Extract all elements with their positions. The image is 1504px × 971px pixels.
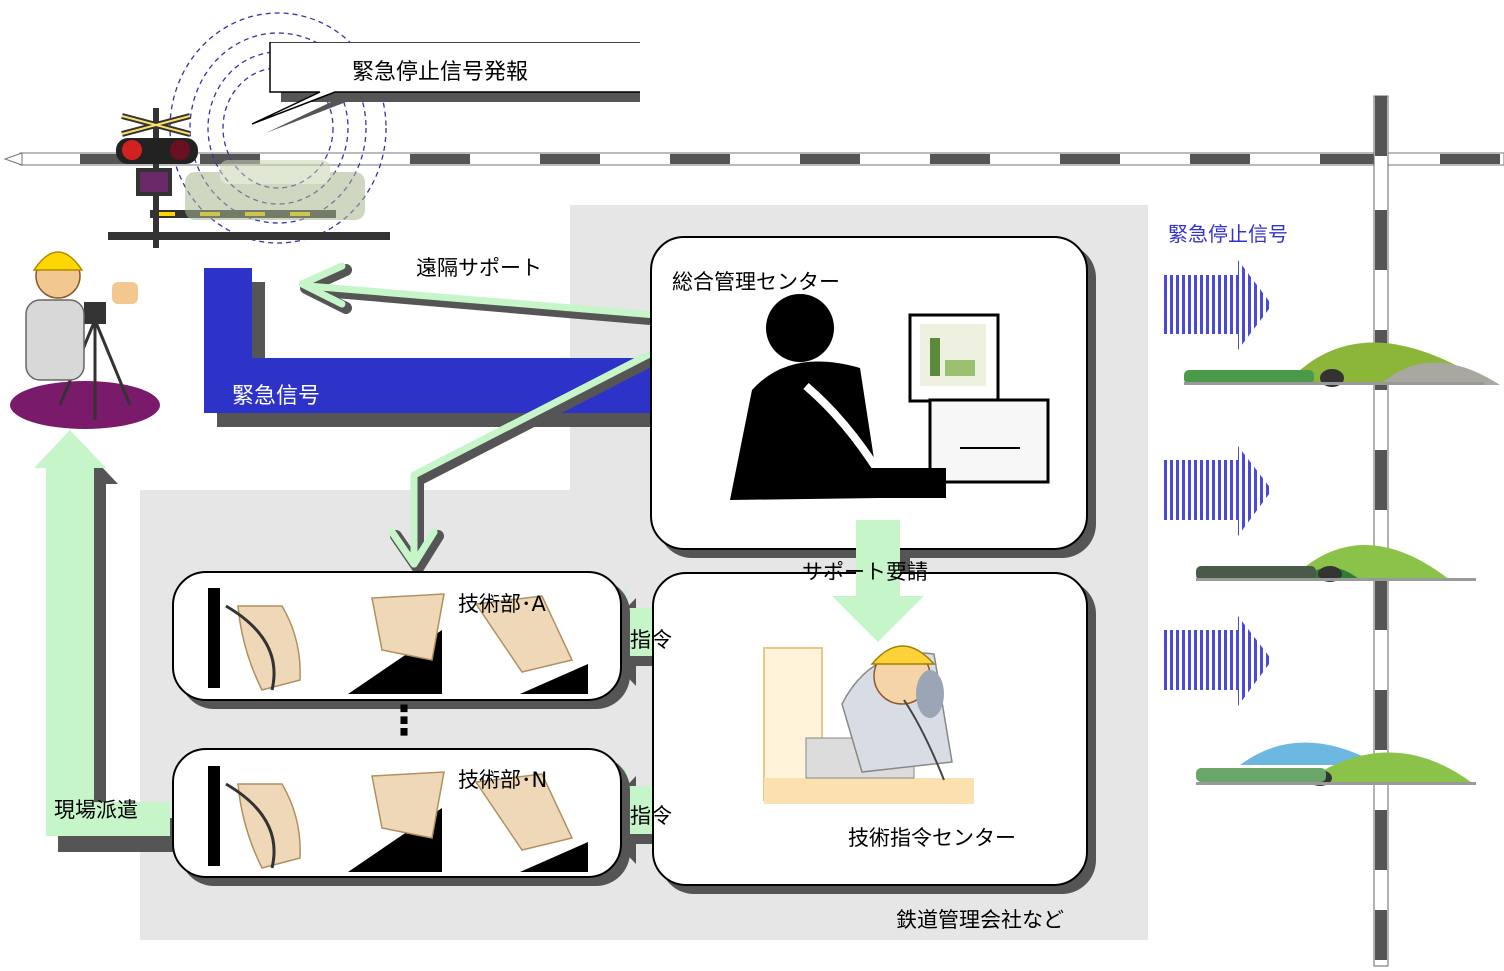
support-request-label: サポート要請 xyxy=(802,560,928,584)
horizontal-railway-track xyxy=(3,152,1504,166)
command-label-1: 指令 xyxy=(630,628,672,652)
field-worker-icon xyxy=(10,251,160,429)
broadcast-callout: 緊急停止信号発報 xyxy=(251,42,652,133)
command-label-2: 指令 xyxy=(630,804,672,828)
field-dispatch-arrow xyxy=(34,430,182,852)
tech-dept-a-label: 技術部･A xyxy=(458,592,546,616)
emergency-signal-arrow xyxy=(204,268,745,455)
signal-arrow-3 xyxy=(1162,616,1272,706)
train-tunnel-1-icon xyxy=(1184,342,1500,387)
tech-command-center-label: 技術指令センター xyxy=(848,826,1016,850)
vertical-railway-track xyxy=(1373,95,1389,967)
broadcast-label: 緊急停止信号発報 xyxy=(352,60,529,85)
ellipsis-icon: ⋮ xyxy=(384,698,424,744)
tech-dept-n-box xyxy=(172,748,622,878)
vehicle-on-crossing-icon xyxy=(185,160,365,220)
signal-arrow-2 xyxy=(1162,446,1272,536)
train-tunnel-3-icon xyxy=(1196,742,1476,786)
emergency-signal-label: 緊急信号 xyxy=(232,384,321,409)
tech-dept-a-box xyxy=(172,571,622,701)
train-tunnel-2-icon xyxy=(1196,545,1476,582)
tech-dept-n-label: 技術部･N xyxy=(458,768,548,792)
signal-arrow-1 xyxy=(1162,260,1272,350)
integrated-center-label: 総合管理センター xyxy=(672,270,840,294)
field-dispatch-label: 現場派遣 xyxy=(54,798,138,822)
railway-company-label: 鉄道管理会社など xyxy=(896,908,1064,932)
remote-support-label: 遠隔サポート xyxy=(416,256,542,280)
emergency-stop-signal-label: 緊急停止信号 xyxy=(1168,222,1288,246)
